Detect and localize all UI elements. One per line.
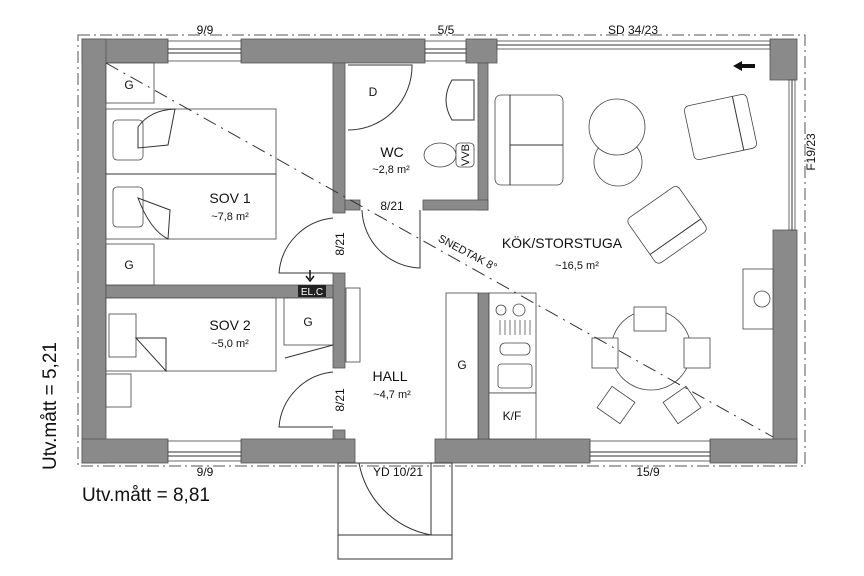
- water-heater-label: VVB: [460, 144, 472, 166]
- room-name: WC: [380, 144, 403, 160]
- closet-label: G: [457, 358, 466, 372]
- window-label: 5/5: [438, 23, 455, 37]
- window-label: 9/9: [197, 465, 214, 479]
- electric-cabinet: [298, 285, 326, 297]
- sliding-door-label: SD 34/23: [608, 23, 658, 37]
- closet-label: G: [124, 78, 133, 92]
- window-label: 15/9: [636, 465, 660, 479]
- sloped-roof-label: SNEDTAK 8°: [436, 233, 499, 274]
- window-label: F19/23: [804, 133, 818, 171]
- kitchen: [445, 292, 537, 440]
- sloped-roof-line: [105, 62, 774, 438]
- wc-furniture: [347, 64, 475, 168]
- dimension-outline: [77, 34, 806, 467]
- room-area: ~16,5 m²: [555, 260, 599, 272]
- room-area: ~4,7 m²: [373, 389, 411, 401]
- sov1-furniture: [105, 62, 277, 286]
- width-dimension: Utv.mått = 8,81: [82, 485, 210, 506]
- arrow-down-icon: [305, 270, 315, 283]
- door-label: 8/21: [380, 199, 404, 213]
- electric-cabinet-label: EL.C: [301, 287, 323, 298]
- room-name: SOV 2: [209, 317, 250, 333]
- closet-label: G: [124, 258, 133, 272]
- outer-walls: [81, 38, 798, 464]
- room-name: SOV 1: [209, 190, 250, 206]
- room-area: ~7,8 m²: [211, 211, 249, 223]
- room-area: ~2,8 m²: [372, 164, 410, 176]
- door-label: 8/21: [333, 388, 347, 412]
- doors: [278, 209, 453, 560]
- living-furniture: [494, 94, 774, 425]
- room-name: HALL: [372, 368, 407, 384]
- room-area: ~5,0 m²: [211, 338, 249, 350]
- shower-label: D: [369, 85, 378, 99]
- depth-dimension: Utv.mått = 5,21: [40, 342, 61, 470]
- sov2-furniture: [105, 287, 361, 408]
- fridge-freezer-label: K/F: [503, 409, 522, 423]
- room-name: KÖK/STORSTUGA: [502, 234, 623, 251]
- closet-label: G: [303, 315, 312, 329]
- entrance-door-label: YD 10/21: [373, 465, 423, 479]
- door-label: 8/21: [333, 232, 347, 256]
- arrow-left-icon: [733, 61, 755, 71]
- window-label: 9/9: [197, 23, 214, 37]
- windows: [167, 40, 796, 462]
